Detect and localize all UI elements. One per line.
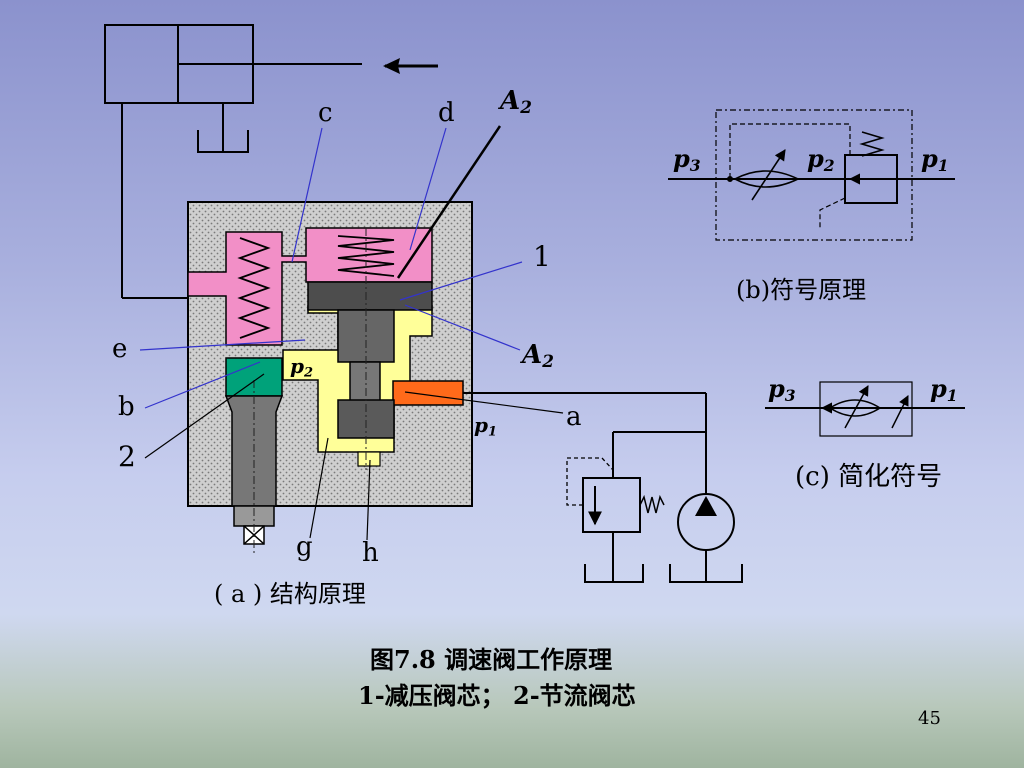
label-c-p3: p3 (768, 374, 796, 405)
figure-legend: 1-减压阀芯； 2-节流阀芯 (358, 681, 636, 710)
reducing-spool (307, 228, 433, 470)
label-leaders-blue (139, 127, 523, 409)
label-p1: p1 (474, 413, 498, 440)
symbol-c (765, 381, 965, 437)
label-a2: A2 (522, 340, 554, 372)
label-g: g (296, 532, 313, 562)
label-h: h (362, 538, 379, 568)
caption-c: (c) 简化符号 (795, 462, 943, 492)
label-1: 1 (533, 240, 551, 273)
page-number: 45 (918, 708, 941, 729)
label-a2-top: A2 (500, 86, 532, 118)
label-b-p2: p2 (807, 144, 835, 175)
label-b: b (118, 392, 135, 422)
label-p2: p2 (290, 354, 314, 381)
motion-arrow-icon (383, 58, 438, 74)
label-c-p1: p1 (930, 374, 958, 405)
pump-circuit (463, 392, 743, 583)
symbol-b (668, 109, 955, 241)
caption-b: (b)符号原理 (736, 276, 867, 304)
label-b-p1: p1 (921, 144, 949, 175)
label-e: e (112, 334, 128, 364)
label-b-p3: p3 (673, 144, 701, 175)
label-d: d (438, 98, 455, 128)
pump-arrow-icon (695, 496, 717, 516)
valve-body (187, 201, 473, 507)
label-a: a (566, 402, 582, 432)
throttle-spring (237, 237, 271, 339)
caption-a: ( a ) 结构原理 (214, 580, 366, 608)
label-leaders-black (144, 125, 564, 541)
hydraulic-cylinder (104, 24, 362, 299)
figure-title: 图7.8 调速阀工作原理 (370, 645, 613, 674)
label-c: c (318, 98, 333, 128)
throttle-spool (224, 380, 284, 555)
label-2: 2 (118, 440, 136, 473)
